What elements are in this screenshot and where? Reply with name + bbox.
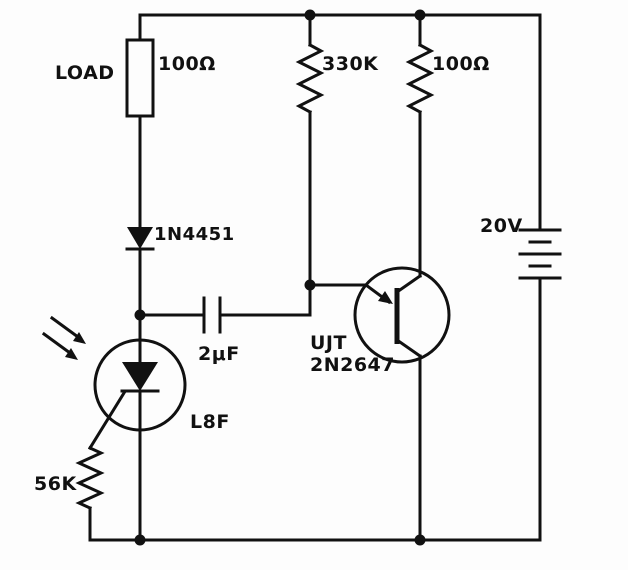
junction-dot <box>134 534 146 546</box>
junction-dot <box>134 309 146 321</box>
battery-20v <box>518 13 562 542</box>
diode-1n4451 <box>125 227 155 342</box>
base2-resistor-100 <box>405 13 435 278</box>
junction-dot <box>414 9 426 21</box>
photo-scr-l8f <box>87 338 187 542</box>
capacitor-2uf <box>138 283 312 334</box>
load-label: LOAD <box>55 62 115 84</box>
base2-resistor-label: 100Ω <box>432 53 490 75</box>
timing-resistor-label: 330K <box>322 53 379 75</box>
load-resistor <box>125 13 155 229</box>
junction-dot <box>304 279 316 291</box>
junction-dot <box>414 534 426 546</box>
diode-label: 1N4451 <box>154 224 235 245</box>
ujt-2n2647 <box>308 266 451 542</box>
supply-voltage-label: 20V <box>480 215 523 237</box>
timing-resistor-330k <box>295 13 325 287</box>
light-arrows-icon <box>41 315 86 360</box>
ujt-label: UJT <box>310 332 347 354</box>
junction-dot <box>304 9 316 21</box>
gate-resistor-label: 56K <box>34 473 77 495</box>
capacitor-label: 2μF <box>198 343 240 365</box>
load-resistor-label: 100Ω <box>158 53 216 75</box>
gate-resistor-56k <box>75 446 105 542</box>
photo-scr-label: L8F <box>190 411 230 433</box>
ujt-part-label: 2N2647 <box>310 354 395 376</box>
